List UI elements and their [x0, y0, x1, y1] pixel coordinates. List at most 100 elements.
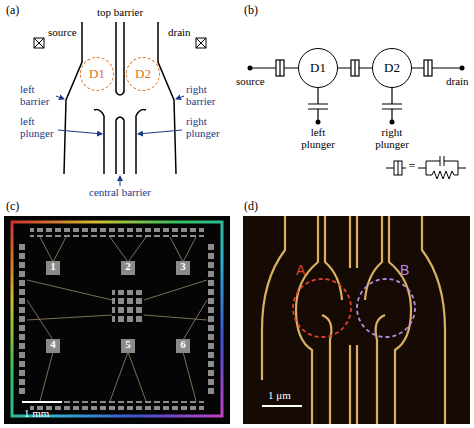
text-label: left barrier	[20, 84, 58, 107]
gate-capacitor	[308, 88, 328, 122]
pad-column	[18, 244, 27, 394]
contact-cross	[196, 38, 206, 48]
tunnel-junction-plate	[279, 60, 280, 76]
gate-line	[350, 216, 357, 268]
pad-row	[30, 228, 204, 237]
sem-image	[243, 216, 470, 424]
leader-arrow	[120, 176, 121, 186]
ohmic-contact	[196, 38, 206, 48]
circle-outline	[356, 278, 416, 338]
scale-bar	[22, 401, 62, 403]
device-site	[121, 339, 135, 353]
text-label: left plunger	[20, 116, 60, 139]
device-site	[46, 261, 60, 275]
wire-connector	[338, 67, 372, 68]
text-label: (d)	[244, 200, 258, 213]
device-site	[176, 339, 190, 353]
text-label: 3	[180, 261, 186, 273]
text-label: left plunger	[298, 127, 338, 150]
text-label: source	[236, 76, 265, 88]
device-site	[46, 339, 60, 353]
text-label: top barrier	[97, 7, 143, 19]
leader-arrow	[58, 130, 102, 134]
node-text: D1	[89, 66, 105, 82]
text-label: 4	[50, 339, 56, 351]
central-barrier-gate	[116, 117, 124, 174]
node-text: D2	[135, 66, 151, 82]
dashed-circle	[293, 279, 351, 337]
contact-cross	[34, 38, 44, 48]
device-site	[121, 261, 135, 275]
chip-edge	[12, 222, 222, 416]
leader-arrow	[56, 96, 64, 99]
text-label: 6	[180, 339, 186, 351]
dot-region-circle: A	[292, 278, 352, 338]
node-text: D2	[384, 60, 400, 76]
wiring	[27, 237, 207, 401]
left-barrier-gate	[64, 22, 82, 174]
text-label: 1	[50, 261, 56, 273]
terminal-dot	[390, 120, 395, 125]
gate-line	[262, 216, 285, 380]
node-text: A	[296, 262, 305, 278]
text-label: (a)	[6, 4, 19, 17]
gate-line	[422, 216, 445, 424]
gate-line	[376, 315, 385, 424]
text-label: 2	[125, 261, 131, 273]
gate-line	[389, 216, 411, 424]
pad-column	[207, 244, 216, 394]
text-label: drain	[446, 76, 469, 88]
gate-line	[296, 216, 318, 424]
text-label: right barrier	[186, 84, 226, 107]
device-site	[176, 261, 190, 275]
tunnel-junction	[424, 60, 432, 76]
text-label: 1 mm	[24, 408, 49, 420]
left-plunger-gate	[94, 110, 104, 174]
quantum-dot-circle: D1	[80, 57, 114, 91]
gate-line	[350, 345, 357, 424]
tunnel-junction-plate	[354, 60, 355, 76]
text-label: 1 μm	[268, 390, 291, 402]
gate-line	[322, 315, 331, 424]
tunnel-junction	[276, 60, 284, 76]
right-plunger-gate	[136, 110, 146, 174]
tunnel-junction	[351, 60, 359, 76]
text-label: central barrier	[89, 187, 151, 199]
ohmic-contact	[34, 38, 44, 48]
leader-arrow	[138, 130, 182, 134]
gate-pattern	[262, 216, 445, 424]
gate-capacitor	[382, 88, 402, 122]
circle-outline	[292, 278, 352, 338]
node-text: B	[400, 262, 409, 278]
pad-cluster	[112, 290, 144, 322]
capacitor-resistor-symbol	[418, 156, 466, 179]
gate-line	[365, 216, 382, 300]
node-text: D1	[310, 60, 326, 76]
dot-circle: D2	[372, 48, 412, 88]
quantum-dot-circle: D2	[126, 57, 160, 91]
dot-region-circle: B	[356, 278, 416, 338]
top-barrier-gate	[116, 22, 124, 95]
dashed-circle	[357, 279, 415, 337]
right-barrier-gate	[158, 22, 176, 174]
text-label: (b)	[244, 4, 258, 17]
gate-line	[325, 216, 342, 300]
chip-photo	[4, 216, 230, 424]
text-label: right plunger	[372, 127, 412, 150]
scale-bar	[262, 405, 302, 407]
tunnel-junction	[394, 161, 402, 175]
text-label: drain	[168, 27, 191, 39]
terminal-dot	[316, 120, 321, 125]
text-label: (c)	[6, 200, 19, 213]
tunnel-junction-plate	[427, 60, 428, 76]
text-label: 5	[125, 339, 131, 351]
leader-arrow	[176, 96, 184, 99]
dot-circle: D1	[298, 48, 338, 88]
tunnel-junction-plate	[398, 161, 399, 175]
text-label: =	[409, 160, 416, 173]
text-label: source	[48, 27, 77, 39]
